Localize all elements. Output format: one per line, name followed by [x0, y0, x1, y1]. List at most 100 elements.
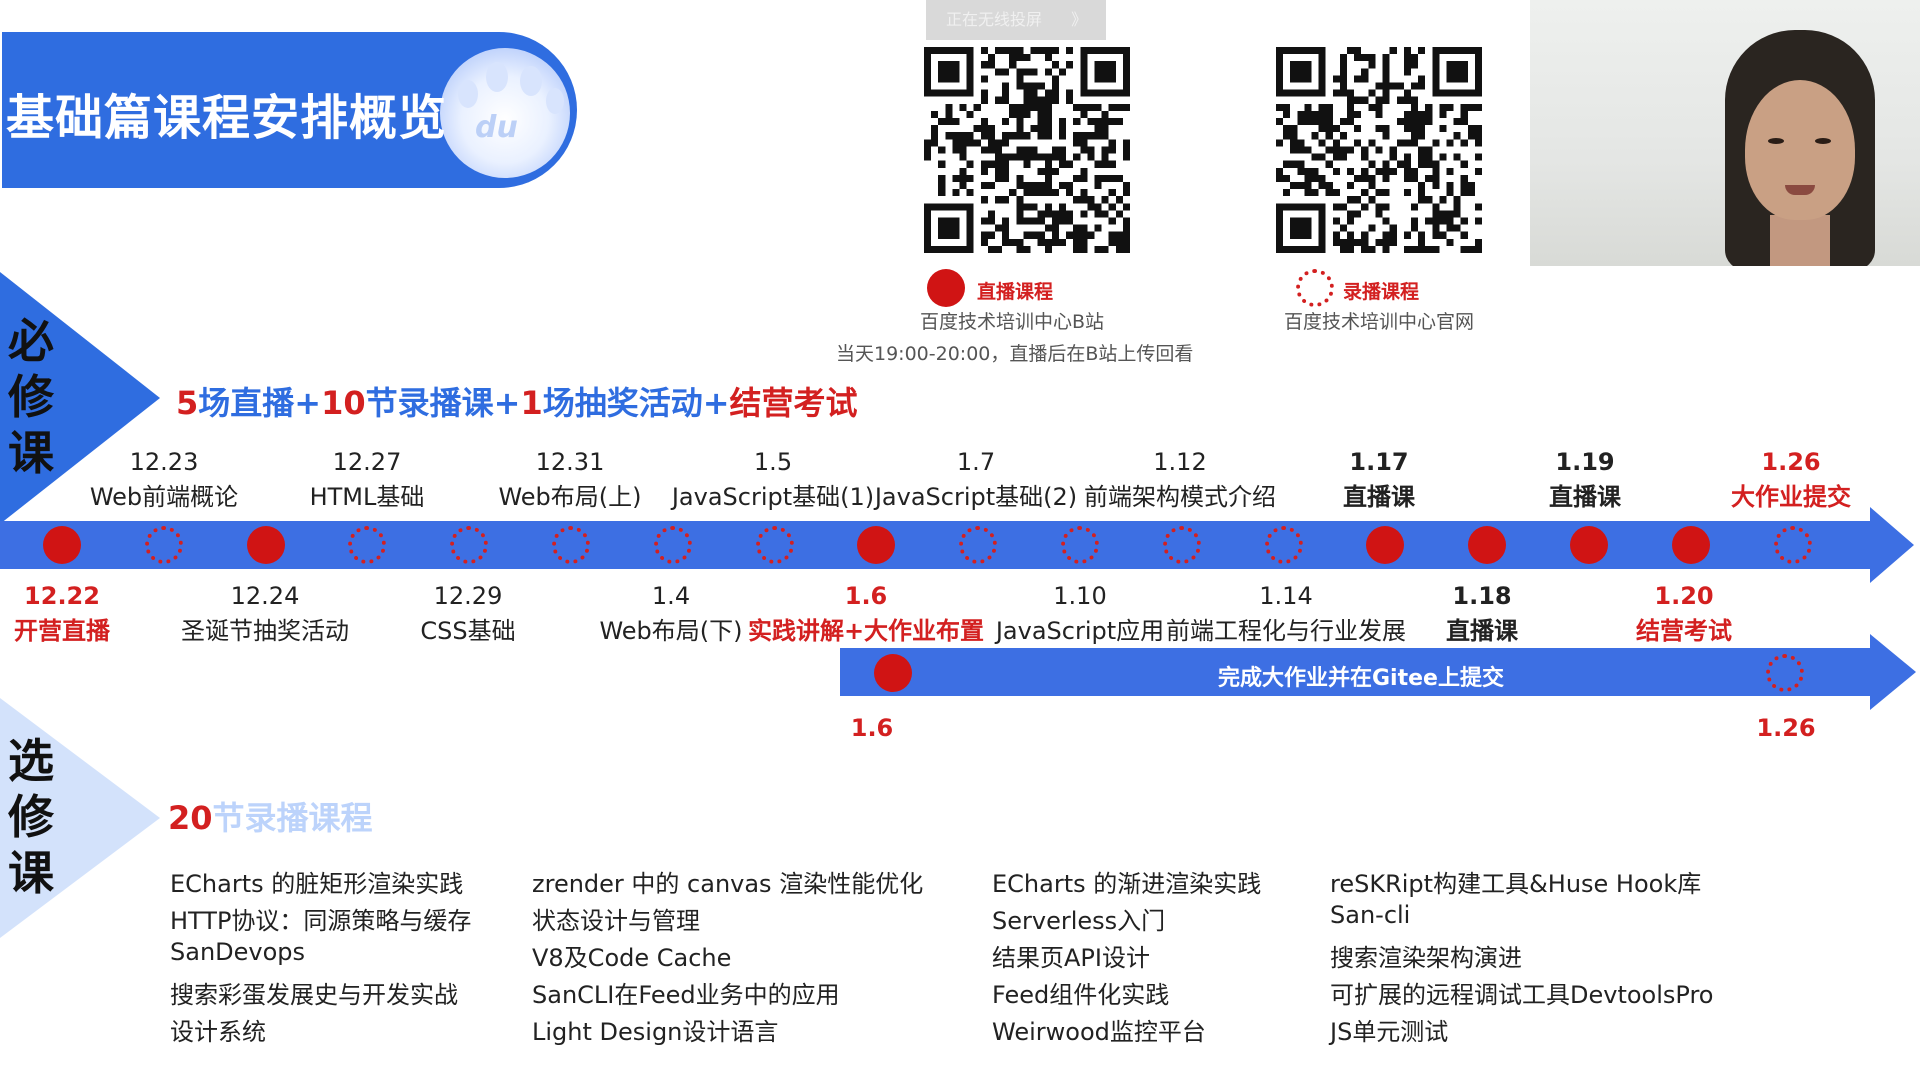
webcam-feed	[1530, 0, 1920, 266]
required-side-arrow	[0, 272, 160, 524]
elective-count: 20	[168, 799, 213, 837]
qr-code-live	[924, 47, 1130, 253]
project-end-date: 1.26	[1756, 714, 1816, 742]
live-dot-icon	[1570, 526, 1608, 564]
timeline-bottom-label: 前端工程化与行业发展	[1166, 617, 1406, 645]
elective-item: Weirwood监控平台	[992, 1018, 1206, 1046]
live-dot-icon	[1671, 526, 1710, 564]
timeline-bottom-date: 1.14	[1259, 582, 1313, 610]
live-dot-icon	[246, 526, 285, 564]
elective-item: San-cli	[1330, 901, 1411, 929]
live-dot-icon	[1366, 526, 1405, 564]
recorded-dot-icon	[552, 526, 590, 564]
elective-item: Feed组件化实践	[992, 981, 1170, 1009]
timeline-top-date: 12.27	[332, 448, 402, 476]
timeline-top-date: 1.7	[956, 448, 996, 476]
live-dot-icon	[857, 526, 896, 564]
presenter-eye	[1815, 138, 1831, 144]
recorded-dot-icon	[1264, 526, 1303, 564]
summary-recorded-count: 10	[321, 384, 366, 422]
legend-note: 当天19:00-20:00，直播后在B站上传回看	[836, 343, 1194, 365]
timeline-top-label: HTML基础	[309, 483, 425, 511]
required-summary: 5场直播+10节录播课+1场抽奖活动+结营考试	[176, 378, 858, 424]
screen-cast-bar[interactable]: 正在无线投屏 》	[926, 0, 1106, 40]
project-start-date: 1.6	[850, 714, 894, 742]
timeline-bottom-label: 圣诞节抽奖活动	[181, 617, 349, 645]
timeline-top-label: 直播课	[1343, 483, 1415, 511]
page-title: 基础篇课程安排概览	[6, 90, 448, 146]
recorded-dot-icon	[1162, 526, 1201, 564]
elective-heading: 20节录播课程	[168, 793, 373, 839]
recorded-dot-icon	[755, 526, 794, 564]
legend-live-sub: 百度技术培训中心B站	[920, 311, 1105, 333]
elective-item: 搜索彩蛋发展史与开发实战	[170, 981, 458, 1009]
project-start-dot-icon	[874, 654, 912, 692]
timeline-bottom-label: JavaScript应用	[995, 617, 1165, 645]
timeline-top-label: JavaScript基础(1)	[671, 483, 875, 511]
elective-heading-text: 节录播课程	[212, 799, 373, 837]
timeline-top-date: 1.26	[1761, 448, 1821, 476]
timeline-top-date: 1.12	[1153, 448, 1207, 476]
recorded-dot-icon	[1773, 526, 1812, 564]
timeline-top-date: 1.19	[1555, 448, 1615, 476]
qr-code-recorded	[1276, 47, 1482, 253]
timeline-top-date: 12.23	[129, 448, 199, 476]
logo-text: du	[475, 110, 518, 145]
presenter-mouth	[1785, 185, 1815, 195]
timeline-bottom-date: 1.20	[1654, 582, 1714, 610]
recorded-dot-icon	[144, 526, 183, 564]
elective-item: reSKRipt构建工具&Huse Hook库	[1330, 870, 1702, 898]
timeline-bottom-label: 直播课	[1446, 617, 1518, 645]
elective-item: ECharts 的渐进渲染实践	[992, 870, 1262, 898]
timeline-bottom-label: Web布局(下)	[599, 617, 743, 645]
summary-event-count: 1	[520, 384, 543, 422]
elective-item: zrender 中的 canvas 渲染性能优化	[532, 870, 924, 898]
paw-toe-icon	[520, 66, 542, 96]
elective-item: JS单元测试	[1330, 1018, 1449, 1046]
legend-recorded-label: 录播课程	[1343, 281, 1420, 303]
recorded-dot-icon	[959, 526, 998, 564]
timeline-bottom-label: 结营考试	[1636, 617, 1732, 645]
elective-item: HTTP协议：同源策略与缓存	[170, 907, 472, 935]
timeline-top-date: 1.17	[1349, 448, 1409, 476]
elective-item: 搜索渲染架构演进	[1330, 944, 1522, 972]
recorded-dot-icon	[450, 526, 489, 564]
legend-recorded-sub: 百度技术培训中心官网	[1284, 311, 1475, 333]
recorded-dot-icon	[1296, 269, 1334, 307]
cast-label: 正在无线投屏	[946, 10, 1043, 29]
chevron-right-icon: 》	[1071, 10, 1088, 29]
elective-item: V8及Code Cache	[532, 944, 732, 972]
presenter-eye	[1768, 138, 1784, 144]
summary-live-text: 场直播+	[198, 384, 322, 422]
timeline-top-date: 1.5	[753, 448, 793, 476]
timeline-bottom-date: 1.10	[1053, 582, 1107, 610]
paw-toe-icon	[458, 80, 478, 108]
elective-item: SanDevops	[170, 938, 306, 966]
recorded-dot-icon	[653, 526, 692, 564]
elective-side-char: 修	[8, 790, 54, 844]
paw-toe-icon	[546, 88, 564, 114]
live-dot-icon	[1468, 526, 1507, 564]
summary-exam-text: 结营考试	[729, 384, 858, 422]
timeline-top-label: Web前端概论	[89, 483, 239, 511]
elective-item: 状态设计与管理	[532, 907, 700, 935]
timeline-bottom-date: 1.6	[844, 582, 888, 610]
recorded-dot-icon	[348, 526, 387, 564]
timeline-bottom-date: 12.22	[24, 582, 100, 610]
timeline-bottom-label: 开营直播	[14, 617, 110, 645]
elective-item: Serverless入门	[992, 907, 1166, 935]
project-end-dot-icon	[1766, 654, 1804, 692]
legend-live-label: 直播课程	[977, 281, 1054, 303]
timeline-top-label: 直播课	[1549, 483, 1621, 511]
summary-recorded-text: 节录播课+	[365, 384, 521, 422]
required-side-char: 课	[8, 426, 54, 480]
timeline-bottom-date: 12.24	[230, 582, 300, 610]
summary-event-text: 场抽奖活动+	[542, 384, 730, 422]
elective-side-char: 选	[8, 734, 54, 788]
elective-side-arrow	[0, 698, 160, 938]
recorded-dot-icon	[1061, 526, 1099, 564]
paw-toe-icon	[486, 62, 508, 92]
elective-item: Light Design设计语言	[532, 1018, 779, 1046]
elective-item: 结果页API设计	[992, 944, 1150, 972]
